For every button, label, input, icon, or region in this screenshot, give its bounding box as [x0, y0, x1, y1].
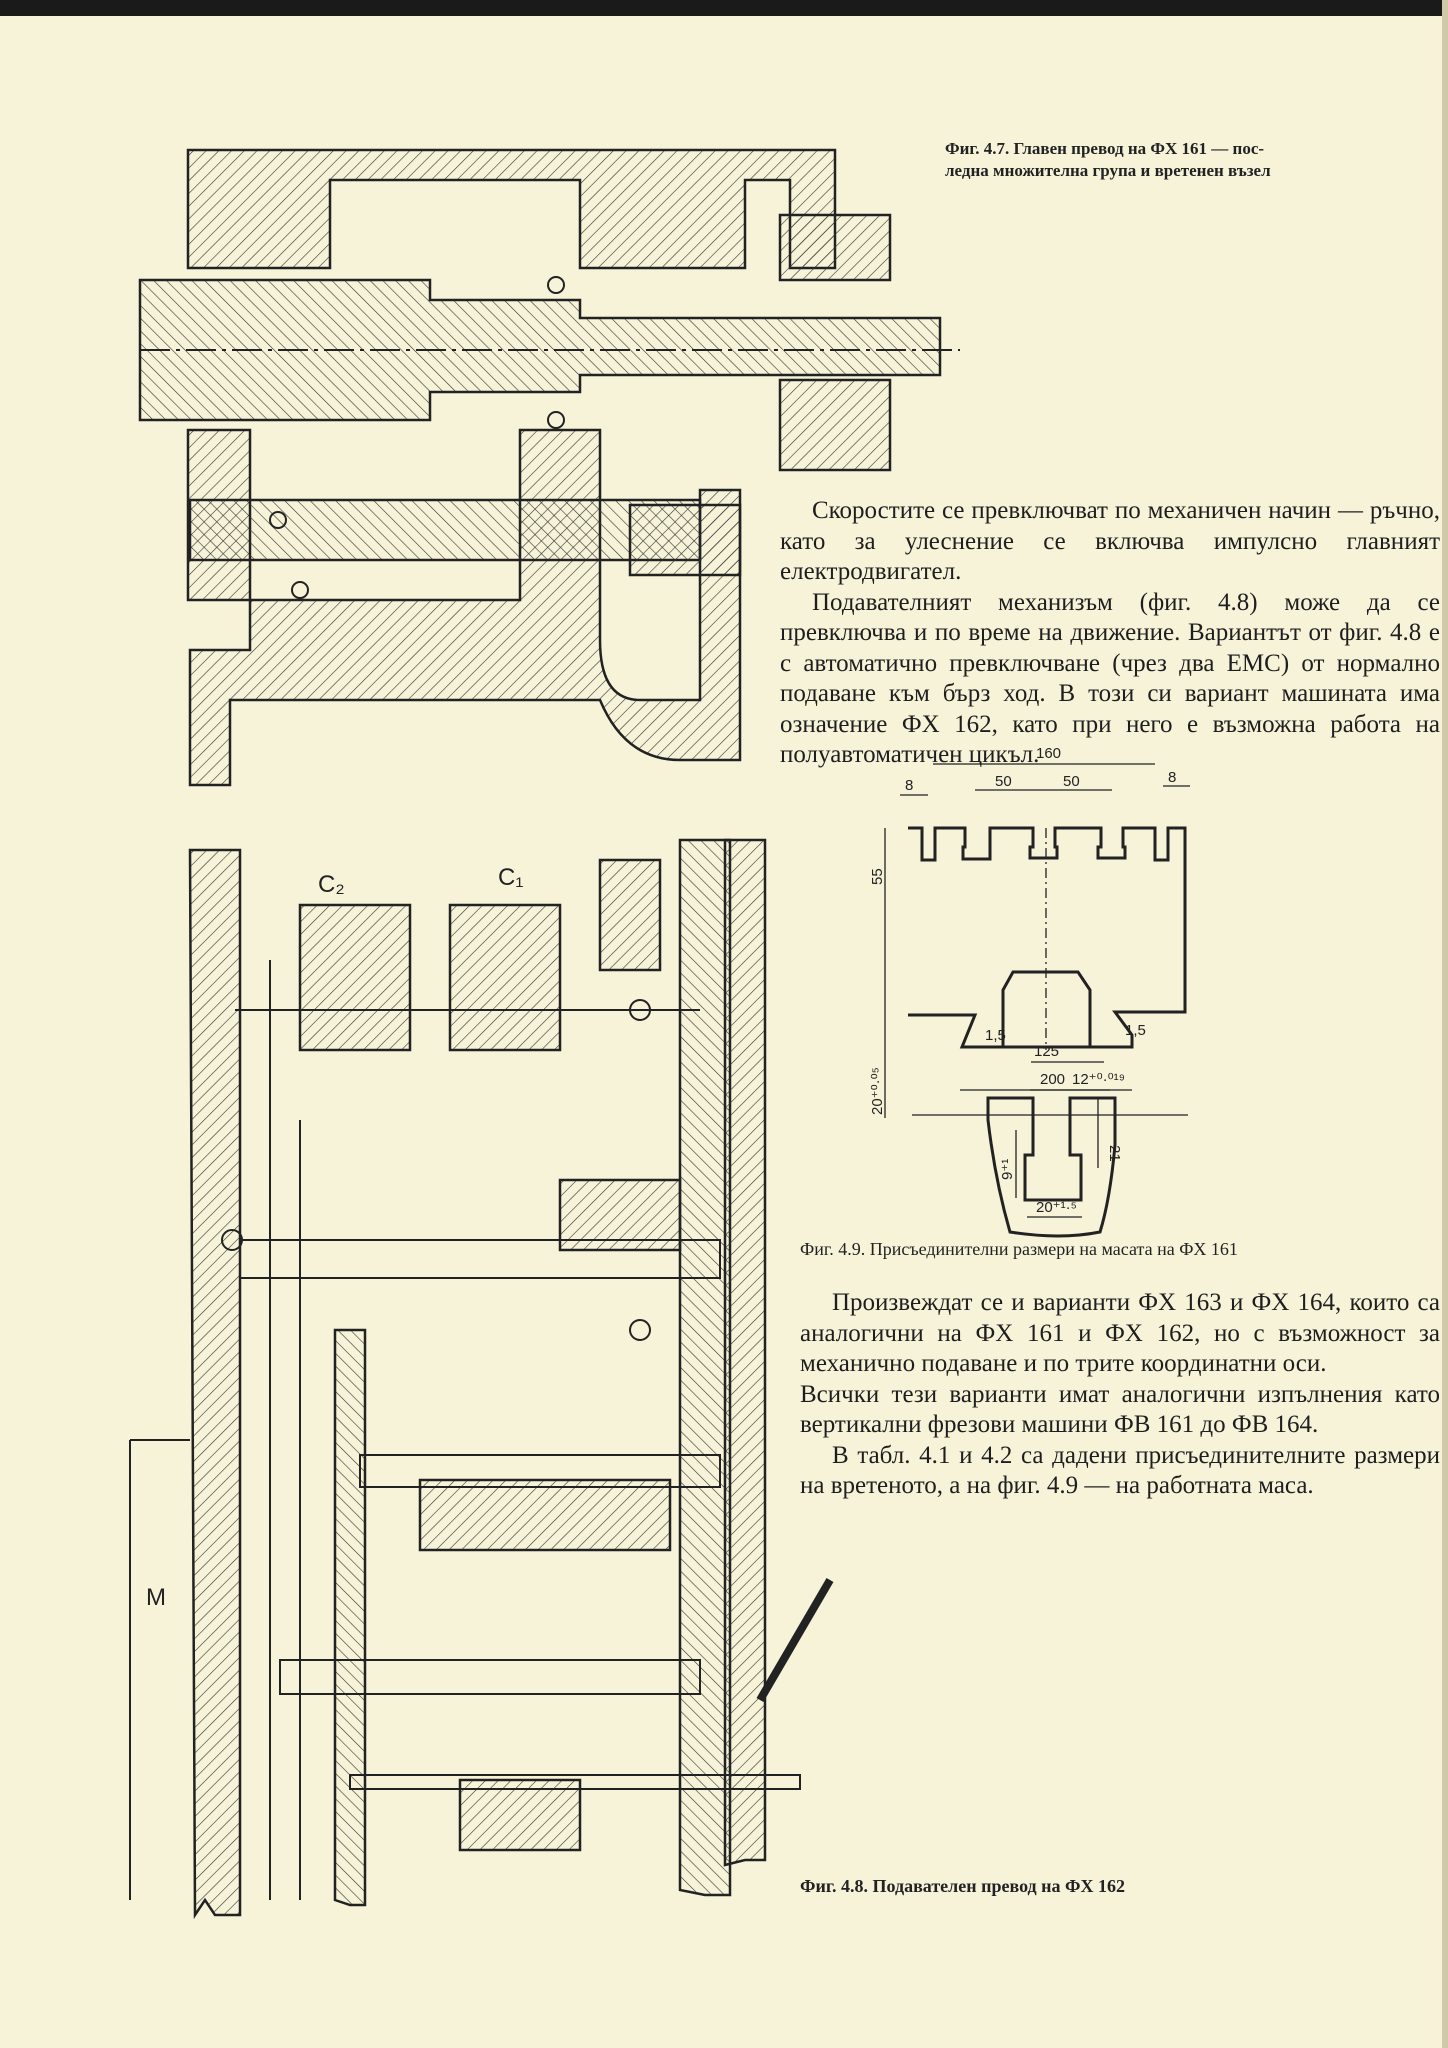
scan-border-right [1442, 0, 1448, 2048]
dim-50-right: 50 [1063, 773, 1080, 790]
paragraph: Подавателният механизъм (фиг. 4.8) може … [780, 588, 1440, 769]
dim-200: 200 [1040, 1071, 1065, 1088]
label-c2: C₂ [318, 871, 345, 898]
figure-4-7-caption: Фиг. 4.7. Главен превод на ФХ 161 — пос-… [945, 138, 1271, 182]
label-c1: C₁ [498, 864, 523, 891]
paragraph: Всички тези варианти имат аналогични изп… [800, 1380, 1440, 1439]
dim-1-5-left: 1,5 [985, 1027, 1006, 1044]
caption-line: ледна множителна група и вретенен възел [945, 161, 1271, 180]
dim-12: 12⁺⁰·⁰¹⁹ [1072, 1071, 1125, 1088]
paragraph: Произвеждат се и варианти ФХ 163 и ФХ 16… [800, 1289, 1440, 1377]
dim-160: 160 [1036, 745, 1061, 762]
dim-55: 55 [869, 868, 886, 885]
dim-20-tol: 20⁺⁰·⁰⁵ [869, 1067, 886, 1115]
scan-border-top [0, 0, 1448, 16]
dim-8-right: 8 [1168, 769, 1176, 786]
body-text-1: Скоростите се превключват по механичен н… [780, 496, 1440, 771]
dim-21: 21 [1106, 1145, 1123, 1162]
caption-line: Фиг. 4.7. Главен превод на ФХ 161 — пос- [945, 139, 1265, 158]
dim-20-tol-slot: 20⁺¹·⁵ [1036, 1199, 1077, 1216]
label-m: M [146, 1584, 166, 1611]
body-text-2: Произвеждат се и варианти ФХ 163 и ФХ 16… [800, 1288, 1440, 1502]
paragraph: Скоростите се превключват по механичен н… [780, 497, 1440, 585]
dim-50-left: 50 [995, 773, 1012, 790]
dim-1-5-right: 1,5 [1125, 1022, 1146, 1039]
figure-4-9-caption: Фиг. 4.9. Присъединителни размери на мас… [800, 1239, 1238, 1259]
dim-9: 9⁺¹ [999, 1159, 1016, 1180]
dim-8-left: 8 [905, 777, 913, 794]
dim-125: 125 [1034, 1043, 1059, 1060]
figure-4-8-caption: Фиг. 4.8. Подавателен превод на ФХ 162 [800, 1876, 1125, 1896]
paragraph: В табл. 4.1 и 4.2 са дадени присъедините… [800, 1441, 1440, 1500]
